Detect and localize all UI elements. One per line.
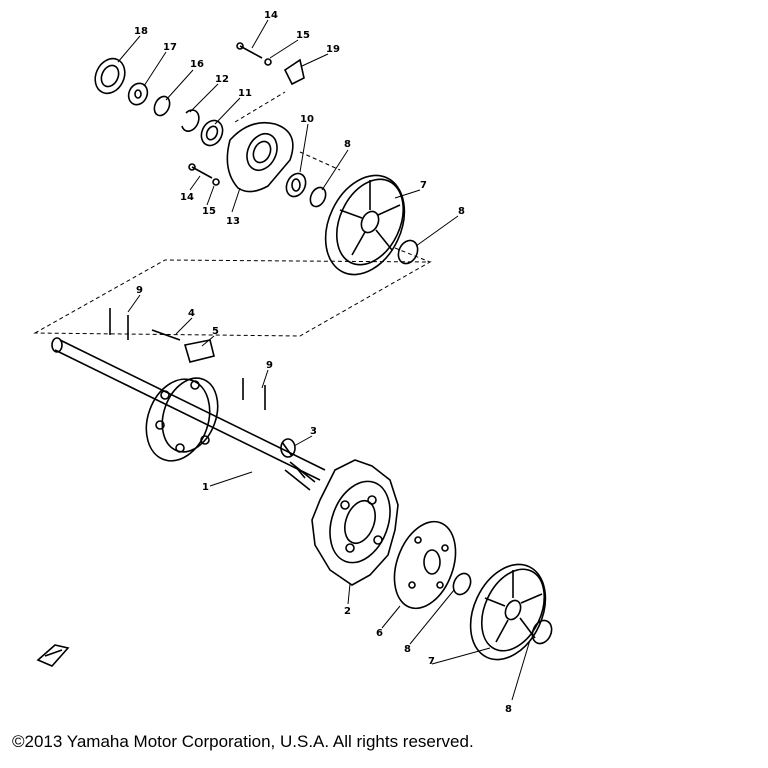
callout-8-mid: 8: [404, 644, 411, 655]
washer-15-upper: [264, 58, 272, 66]
callout-8-right: 8: [458, 206, 465, 217]
callout-18: 18: [134, 26, 148, 37]
leader-lines: [117, 19, 531, 701]
callout-10: 10: [300, 114, 314, 125]
callout-6: 6: [376, 628, 383, 639]
bearing-18: [94, 57, 126, 95]
callout-12: 12: [215, 74, 229, 85]
callout-7-upper: 7: [420, 180, 427, 191]
callout-16: 16: [190, 59, 204, 70]
housing-13: [226, 121, 294, 193]
washer-16: [153, 95, 171, 117]
washer-15-lower: [212, 178, 220, 186]
washer-8-lower: [531, 619, 553, 645]
callout-14-upper: 14: [264, 10, 278, 21]
sprocket-6: [393, 520, 457, 610]
sprocket-flange-left: [145, 377, 219, 462]
callout-9-left: 9: [136, 285, 143, 296]
shaft-1: [51, 337, 326, 491]
bracket-5: [183, 339, 215, 363]
copyright-notice: ©2013 Yamaha Motor Corporation, U.S.A. A…: [12, 732, 474, 751]
spring-pins-9-left: [109, 308, 129, 340]
bracket-19: [283, 58, 305, 86]
callout-2: 2: [344, 606, 351, 617]
exploded-parts-diagram: 18 17 16 12 11 14 15 19 10 8 7 8 14 15 1…: [33, 10, 553, 715]
callout-15-upper: 15: [296, 30, 310, 41]
callout-7-lower: 7: [428, 656, 435, 667]
bolt-14-upper: [236, 42, 263, 59]
callout-9-right: 9: [266, 360, 273, 371]
sprocket-2: [311, 459, 399, 586]
callout-5: 5: [212, 326, 219, 337]
callout-17: 17: [163, 42, 177, 53]
collar-3: [280, 438, 296, 458]
reference-mark-icon: [36, 644, 70, 667]
washer-8-upper: [309, 186, 327, 208]
callout-14-lower: 14: [180, 192, 194, 203]
washer-8-right: [397, 239, 419, 265]
callout-4: 4: [188, 308, 195, 319]
callout-1: 1: [202, 482, 209, 493]
wheel-7-upper: [324, 174, 406, 276]
assembly-boundary-line: [33, 259, 432, 337]
callout-8-lower: 8: [505, 704, 512, 715]
nut-17: [127, 82, 149, 106]
callout-8-upper: 8: [344, 139, 351, 150]
bolt-14-lower: [188, 163, 213, 179]
callout-3: 3: [310, 426, 317, 437]
spring-pins-9-right: [242, 378, 266, 410]
callout-13: 13: [226, 216, 240, 227]
seal-10: [285, 172, 307, 198]
callout-15-lower: 15: [202, 206, 216, 217]
callout-19: 19: [326, 44, 340, 55]
upper-assembly-guide-line: [234, 91, 431, 263]
callout-11: 11: [238, 88, 252, 99]
wheel-7-lower: [469, 563, 547, 661]
circlip-12: [181, 109, 200, 132]
bolt-4: [151, 329, 181, 341]
washer-8-mid: [452, 572, 472, 596]
bearing-11: [200, 119, 224, 147]
